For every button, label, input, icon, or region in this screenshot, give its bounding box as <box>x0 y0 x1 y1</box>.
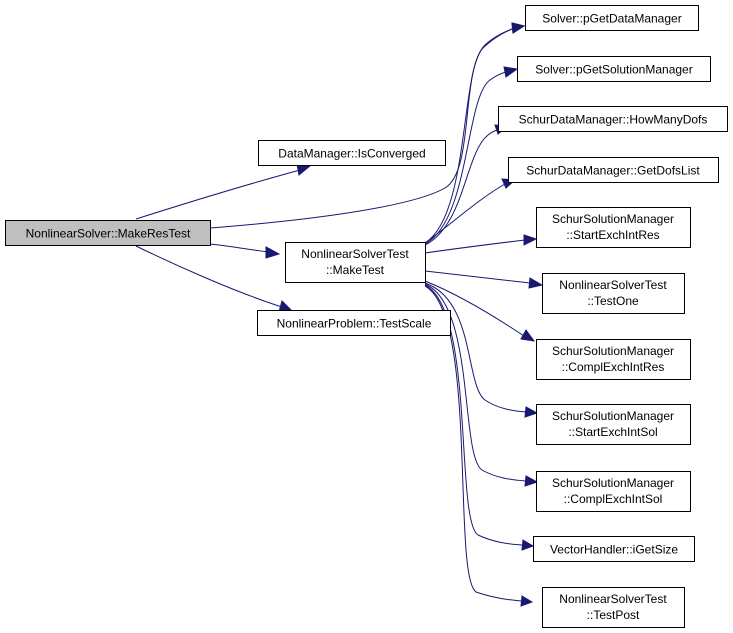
node-label-line1: NonlinearSolverTest <box>301 247 409 261</box>
node-schurdatamanager-howmanydofs[interactable]: SchurDataManager::HowManyDofs <box>498 106 728 132</box>
node-label-line1: NonlinearSolverTest <box>559 592 667 606</box>
node-label-line2: ::StartExchIntRes <box>566 228 659 242</box>
node-label-line2: ::MakeTest <box>326 263 385 277</box>
node-label: Solver::pGetSolutionManager <box>535 63 692 77</box>
edge-maketest-to-pgetsolutionmanager <box>424 66 519 245</box>
node-schursolutionmanager-complexchintsol[interactable]: SchurSolutionManager ::ComplExchIntSol <box>536 471 691 512</box>
edge-maketest-to-testone <box>424 270 544 289</box>
node-label-line2: ::StartExchIntSol <box>568 425 657 439</box>
node-vectorhandler-igetsize[interactable]: VectorHandler::iGetSize <box>533 536 695 562</box>
node-solver-pgetsolutionmanager[interactable]: Solver::pGetSolutionManager <box>517 56 711 82</box>
node-label: NonlinearProblem::TestScale <box>277 317 432 331</box>
nodes-layer: NonlinearSolver::MakeResTest DataManager… <box>5 5 728 628</box>
node-nonlinearsolvertest-maketest[interactable]: NonlinearSolverTest ::MakeTest <box>285 242 426 283</box>
edge-makerestest-to-maketest <box>209 243 281 259</box>
node-nonlinearproblem-testscale[interactable]: NonlinearProblem::TestScale <box>257 310 451 336</box>
edge-makerestest-to-pgetdatamanager <box>209 22 526 229</box>
edge-maketest-to-startexchintsol <box>424 282 539 418</box>
node-label-line1: SchurSolutionManager <box>552 212 674 226</box>
node-label-line2: ::TestPost <box>587 608 640 622</box>
node-nonlinearsolvertest-testpost[interactable]: NonlinearSolverTest ::TestPost <box>542 587 685 628</box>
edge-maketest-to-pgetdatamanager <box>424 22 526 244</box>
node-label: DataManager::IsConverged <box>278 147 425 161</box>
node-label: VectorHandler::iGetSize <box>550 543 678 557</box>
node-datamanager-isconverged[interactable]: DataManager::IsConverged <box>258 140 446 166</box>
node-schursolutionmanager-startexchintres[interactable]: SchurSolutionManager ::StartExchIntRes <box>536 207 691 248</box>
node-label: SchurDataManager::GetDofsList <box>526 164 700 178</box>
node-label: NonlinearSolver::MakeResTest <box>26 227 191 241</box>
node-label-line2: ::TestOne <box>587 294 639 308</box>
edge-maketest-to-startexchintres <box>424 234 538 254</box>
node-schursolutionmanager-complexchintres[interactable]: SchurSolutionManager ::ComplExchIntRes <box>536 339 691 380</box>
node-nonlinearsolver-makerestest[interactable]: NonlinearSolver::MakeResTest <box>5 220 211 246</box>
edge-makerestest-to-isconverged <box>135 163 312 220</box>
node-schurdatamanager-getdofslist[interactable]: SchurDataManager::GetDofsList <box>508 157 719 183</box>
node-nonlinearsolvertest-testone[interactable]: NonlinearSolverTest ::TestOne <box>542 273 685 314</box>
node-label-line2: ::ComplExchIntSol <box>564 492 663 506</box>
edge-maketest-to-complexchintres <box>424 280 536 342</box>
node-schursolutionmanager-startexchintsol[interactable]: SchurSolutionManager ::StartExchIntSol <box>536 404 691 445</box>
node-label-line1: NonlinearSolverTest <box>559 278 667 292</box>
node-label: Solver::pGetDataManager <box>542 12 681 26</box>
node-label-line1: SchurSolutionManager <box>552 409 674 423</box>
node-label-line1: SchurSolutionManager <box>552 476 674 490</box>
node-label-line1: SchurSolutionManager <box>552 344 674 358</box>
node-label: SchurDataManager::HowManyDofs <box>519 113 708 127</box>
node-label-line2: ::ComplExchIntRes <box>562 360 665 374</box>
node-solver-pgetdatamanager[interactable]: Solver::pGetDataManager <box>525 5 699 31</box>
edge-maketest-to-getdofslist <box>424 178 517 244</box>
